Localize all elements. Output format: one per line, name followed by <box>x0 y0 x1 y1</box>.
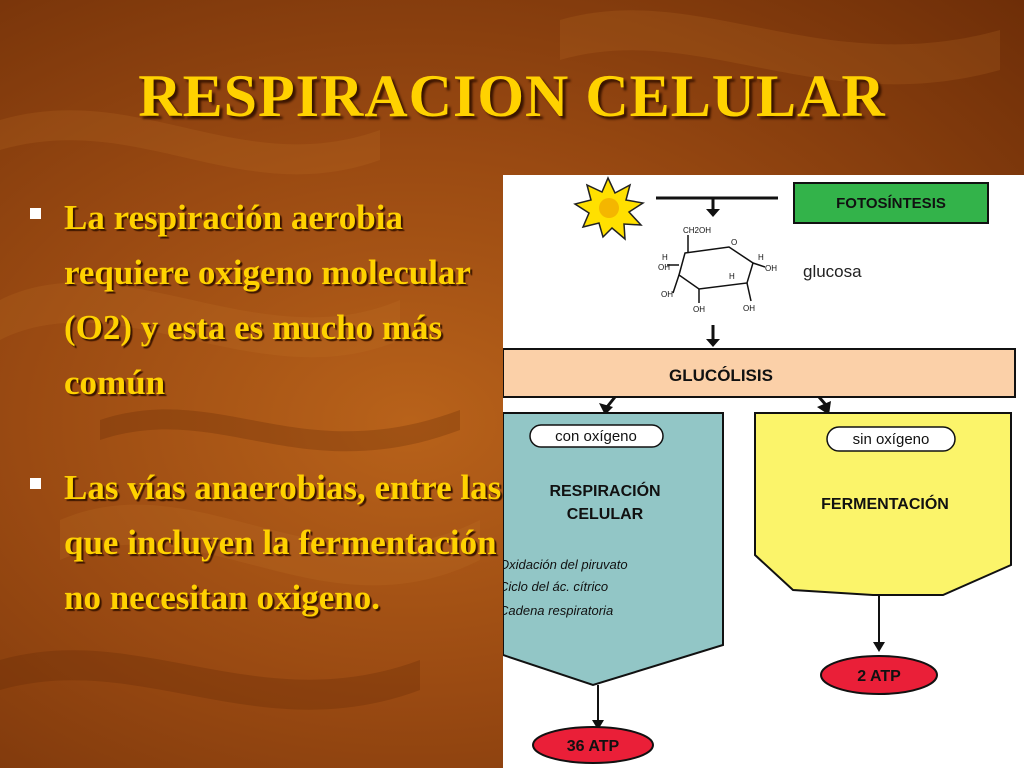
molecule-oh-label: OH <box>765 264 777 273</box>
bullet-marker-icon <box>30 478 41 489</box>
glucolisis-bar <box>503 348 1016 398</box>
arrow-down-icon <box>706 339 720 347</box>
sin-oxigeno-label: sin oxígeno <box>853 431 930 448</box>
bullet-list: La respiración aerobia requiere oxigeno … <box>24 190 504 675</box>
fotosintesis-box <box>793 182 989 224</box>
respiracion-label-line2: CELULAR <box>567 506 644 523</box>
slide-title: RESPIRACION CELULAR <box>138 63 886 129</box>
bullet-marker-icon <box>30 208 41 219</box>
molecule-h-label: H <box>758 253 764 262</box>
sun-icon <box>573 176 646 241</box>
respiracion-step: Cadena respiratoria <box>503 603 613 618</box>
bullet-text: La respiración aerobia requiere oxigeno … <box>64 198 471 402</box>
fermentacion-panel <box>754 412 1012 596</box>
fotosintesis-label: FOTOSÍNTESIS <box>836 195 946 212</box>
bullet-item: La respiración aerobia requiere oxigeno … <box>24 190 504 410</box>
molecule-h-label: H <box>729 272 735 281</box>
molecule-oh-label: OH <box>658 263 670 272</box>
respiracion-step: Ciclo del ác. cítrico <box>503 579 608 594</box>
respiracion-panel <box>503 412 724 687</box>
respiracion-label-line1: RESPIRACIÓN <box>549 481 660 500</box>
arrow-down-icon <box>592 720 604 730</box>
atp-36-label: 36 ATP <box>567 738 620 755</box>
atp-badge-36 <box>532 726 654 764</box>
con-oxigeno-pill <box>529 424 664 448</box>
arrow-down-icon <box>873 642 885 652</box>
atp-badge-2 <box>820 655 938 695</box>
molecule-o-label: O <box>731 238 737 247</box>
bullet-text: Las vías anaerobias, entre las que inclu… <box>64 468 502 617</box>
respiration-diagram: FOTOSÍNTESIS CH2OH O H H OH OH OH OH H O… <box>503 175 1024 768</box>
bullet-item: Las vías anaerobias, entre las que inclu… <box>24 460 504 625</box>
glucose-molecule-icon <box>667 235 766 303</box>
atp-2-label: 2 ATP <box>857 668 901 685</box>
respiracion-step: Oxidación del piruvato <box>503 557 628 572</box>
molecule-oh-label: OH <box>661 290 673 299</box>
molecule-oh-label: OH <box>743 304 755 313</box>
molecule-ch2oh-label: CH2OH <box>683 226 711 235</box>
molecule-h-label: H <box>662 253 668 262</box>
sin-oxigeno-pill <box>826 426 956 452</box>
glucosa-label: glucosa <box>803 262 862 281</box>
fermentacion-label: FERMENTACIÓN <box>821 494 949 513</box>
molecule-oh-label: OH <box>693 305 705 314</box>
arrow-down-left-icon <box>599 403 613 415</box>
glucolisis-label: GLUCÓLISIS <box>669 366 773 385</box>
arrow-down-icon <box>706 209 720 217</box>
con-oxigeno-label: con oxígeno <box>555 428 637 445</box>
arrow-down-right-icon <box>817 401 831 415</box>
